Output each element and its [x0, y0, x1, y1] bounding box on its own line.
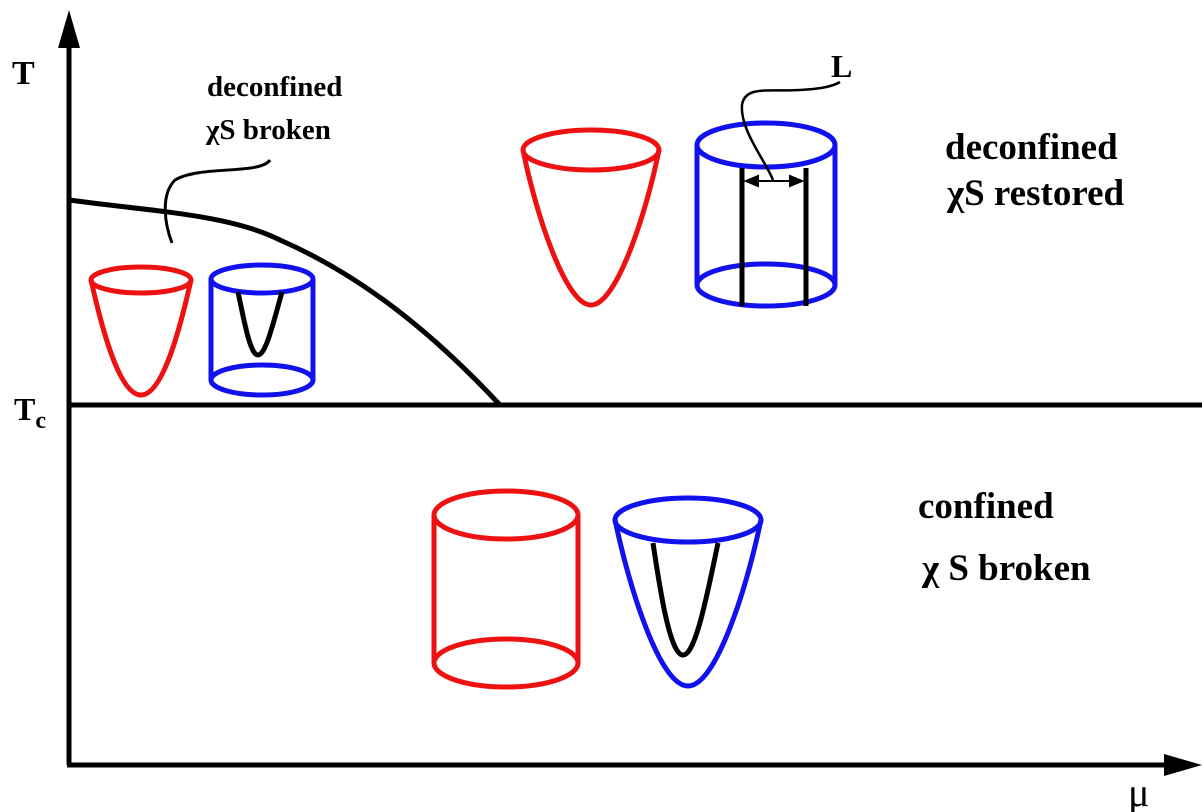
tc-label: Tc: [14, 391, 46, 434]
phase-boundary-curve: [69, 200, 500, 405]
x-axis: [67, 754, 1202, 776]
x-axis-arrowhead: [1164, 754, 1202, 776]
deconfined-restored-line2: χS restored: [946, 173, 1124, 214]
y-axis-label: T: [12, 55, 35, 92]
x-axis-label: μ: [1128, 770, 1149, 812]
small-black-well: [238, 292, 282, 355]
width-arrow: [746, 176, 802, 186]
upper-red-paraboloid: [523, 130, 659, 305]
lower-red-cylinder: [434, 491, 578, 687]
lower-blue-paraboloid: [615, 498, 761, 686]
small-region-line2: χS broken: [205, 114, 331, 146]
y-axis: [58, 10, 80, 765]
y-axis-arrowhead: [58, 10, 80, 48]
confined-broken-line1: confined: [918, 486, 1054, 527]
width-label: L: [831, 48, 852, 84]
small-region-line1: deconfined: [207, 71, 342, 103]
lower-black-well: [653, 543, 718, 655]
upper-blue-cylinder: [697, 123, 835, 306]
small-blue-cylinder: [211, 265, 313, 395]
small-red-paraboloid: [91, 267, 191, 395]
deconfined-restored-line1: deconfined: [945, 127, 1118, 168]
confined-broken-line2: χ S broken: [921, 548, 1091, 589]
